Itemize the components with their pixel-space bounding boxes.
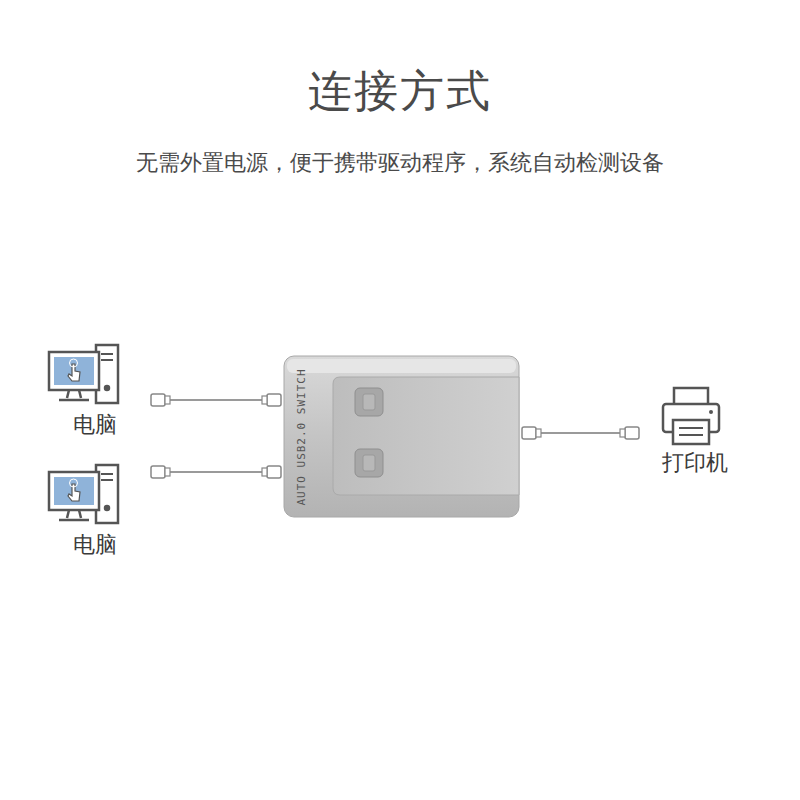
usb-cable [151,466,281,478]
cable-plug [267,466,281,478]
printer-node: 打印机 [641,386,749,481]
device-label: 打印机 [641,448,749,478]
switch-illustration [283,355,520,518]
usb-cable [522,427,639,439]
usb-switch-box: AUTO USB2.0 SWITCH [283,355,520,518]
cable-plug [522,427,536,439]
computer-node: 电脑 [41,340,149,450]
computer-node: 电脑 [41,460,149,570]
plug-collar [262,396,267,404]
plug-collar [165,468,170,476]
device-label: 电脑 [41,410,149,440]
plug-collar [165,396,170,404]
device-label: 电脑 [41,530,149,560]
cable-plug [625,427,639,439]
plug-collar [262,468,267,476]
cable-plug [151,466,165,478]
cable-plug [151,394,165,406]
cable-plug [267,394,281,406]
usb-cable [151,394,281,406]
plug-collar [536,429,541,437]
product-label: AUTO USB2.0 SWITCH [295,368,308,505]
plug-collar [620,429,625,437]
page-title: 连接方式 [0,62,800,121]
subtitle: 无需外置电源，便于携带驱动程序，系统自动检测设备 [0,148,800,178]
